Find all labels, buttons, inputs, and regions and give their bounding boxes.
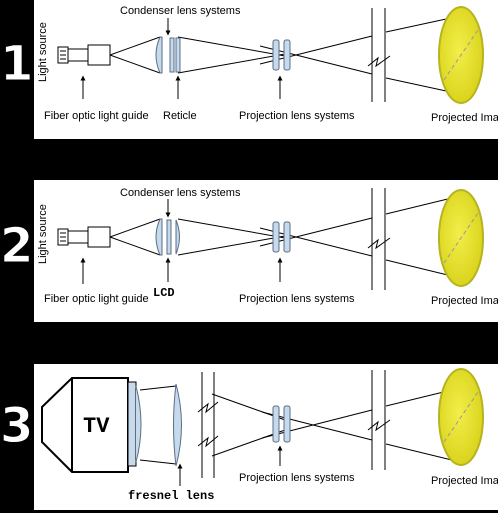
lcd-label: LCD bbox=[153, 286, 175, 300]
condenser-lens-2 bbox=[175, 219, 180, 255]
projection-lens-1 bbox=[272, 221, 280, 253]
projection-lens-1 bbox=[272, 39, 280, 71]
tv-icon bbox=[41, 377, 142, 473]
fiber-optic-guide bbox=[57, 226, 111, 248]
panel-2-background bbox=[34, 180, 498, 322]
panel-1-number: 1 bbox=[0, 36, 33, 92]
condenser-label: Condenser lens systems bbox=[120, 187, 241, 199]
projected-image-1 bbox=[438, 6, 484, 104]
condenser-lens-2 bbox=[175, 37, 181, 73]
panel-1: 1 Light source bbox=[0, 0, 498, 139]
distance-break-icon bbox=[197, 372, 219, 478]
panel-3: 3 TV bbox=[0, 364, 498, 510]
projected-image-label: Projected Image bbox=[431, 295, 498, 307]
projected-image-2 bbox=[438, 189, 484, 287]
light-source-label: Light source bbox=[37, 204, 49, 264]
projection-lens-2 bbox=[283, 405, 291, 443]
panel-2: 2 Light source bbox=[0, 180, 498, 322]
condenser-label: Condenser lens systems bbox=[120, 5, 241, 17]
projection-lens-2 bbox=[283, 221, 291, 253]
distance-break-icon bbox=[367, 8, 391, 102]
projection-lens-1 bbox=[272, 405, 280, 443]
condenser-lens-1 bbox=[155, 218, 163, 256]
light-source-label: Light source bbox=[37, 22, 49, 82]
projection-label: Projection lens systems bbox=[239, 110, 355, 122]
fresnel-lens bbox=[173, 383, 182, 467]
fresnel-label: fresnel lens bbox=[128, 489, 214, 503]
fiber-optic-guide bbox=[57, 44, 111, 66]
reticle-label: Reticle bbox=[163, 110, 197, 122]
lcd-panel bbox=[166, 219, 172, 255]
panel-1-background bbox=[34, 0, 498, 139]
projected-image-label: Projected Image bbox=[431, 475, 498, 487]
distance-break-icon bbox=[367, 188, 391, 290]
fiber-label: Fiber optic light guide bbox=[44, 293, 149, 305]
distance-break-icon bbox=[367, 370, 391, 470]
panel-3-number: 3 bbox=[0, 398, 33, 454]
reticle-icon bbox=[169, 37, 175, 73]
condenser-lens-1 bbox=[155, 36, 163, 74]
tv-label: TV bbox=[83, 414, 110, 439]
projection-label: Projection lens systems bbox=[239, 472, 355, 484]
projected-image-label: Projected Image bbox=[431, 112, 498, 124]
projection-label: Projection lens systems bbox=[239, 293, 355, 305]
panel-2-number: 2 bbox=[0, 218, 33, 274]
fiber-label: Fiber optic light guide bbox=[44, 110, 149, 122]
projection-lens-2 bbox=[283, 39, 291, 71]
projected-image-3 bbox=[438, 368, 484, 466]
